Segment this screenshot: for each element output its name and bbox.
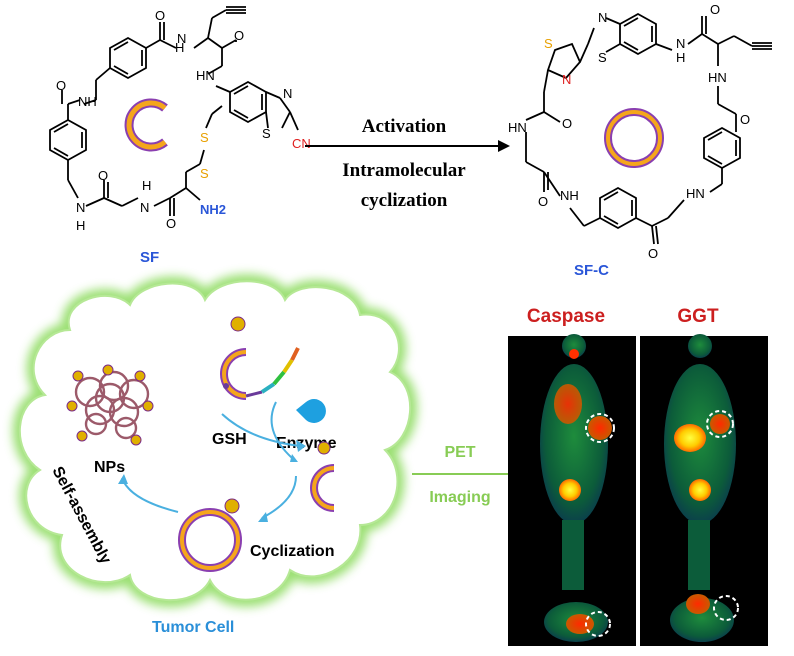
nanoparticle-cluster [74, 370, 150, 440]
reaction-condition-intramolecular: Intramolecular [342, 160, 466, 181]
sfc-atom: O [562, 116, 572, 131]
sfc-atom: S [598, 50, 607, 65]
sf-atom: O [56, 78, 66, 93]
sf-atom: N [76, 200, 85, 215]
sfc-atom: N [562, 72, 571, 87]
pet-image-ggt [640, 334, 768, 646]
caspase-title: Caspase [527, 306, 605, 327]
sf-atom: O [98, 168, 108, 183]
sfc-atom: S [544, 36, 553, 51]
sfc-atom: N [598, 10, 607, 25]
sfc-atom: HN [708, 70, 727, 85]
arrowheads [118, 440, 306, 522]
cycle-arrows [121, 401, 301, 519]
gsh-label: GSH [212, 431, 247, 448]
sf-atom: O [234, 28, 244, 43]
sf-atom: O [166, 216, 176, 231]
reaction-condition-cyclization: cyclization [361, 190, 448, 211]
sf-atom-labels: H N O O HN NH O N S S S CN O H N NH2 H N… [56, 8, 311, 233]
enzyme-icon [296, 398, 326, 423]
tumor-cell [12, 274, 418, 607]
sfc-atom: NH [560, 188, 579, 203]
sf-atom: NH [78, 94, 97, 109]
sf-atom: S [200, 130, 209, 145]
sf-atom: H [76, 218, 85, 233]
sfc-atom: H [676, 50, 685, 65]
sf-atom: S [262, 126, 271, 141]
probe-tag [223, 316, 300, 398]
np-stars [66, 364, 154, 446]
open-ring-icon [124, 98, 168, 152]
reaction-condition-activation: Activation [362, 116, 447, 137]
molecule-sfc [525, 12, 772, 245]
sf-atom: N [177, 31, 186, 46]
sf-atom: N [283, 86, 292, 101]
sf-atom: O [155, 8, 165, 23]
sf-atom: H [175, 40, 184, 55]
molecule-sf [49, 6, 299, 216]
nps-label: NPs [94, 459, 125, 476]
sfc-atom-labels: N S S N N H O HN O O HN NH HN O O [508, 2, 750, 261]
sf-label: SF [140, 249, 159, 266]
probe-activated-ring [310, 441, 335, 512]
sfc-atom: N [676, 36, 685, 51]
sf-atom: HN [196, 68, 215, 83]
tumor-cell-label: Tumor Cell [152, 619, 234, 636]
sf-atom: S [200, 166, 209, 181]
sfc-atom: O [740, 112, 750, 127]
closed-ring-icon [604, 108, 664, 168]
sf-atom: H [142, 178, 151, 193]
imaging-label: Imaging [429, 489, 490, 506]
pet-image-caspase [508, 334, 636, 646]
sfc-atom: O [648, 246, 658, 261]
sfc-atom: O [710, 2, 720, 17]
sfc-atom: HN [686, 186, 705, 201]
probe-open-ring [220, 348, 247, 400]
pet-label: PET [444, 444, 475, 461]
sfc-atom: O [538, 194, 548, 209]
ggt-title: GGT [677, 306, 719, 327]
sfc-label: SF-C [574, 262, 609, 279]
sfc-atom: HN [508, 120, 527, 135]
sf-atom: NH2 [200, 202, 226, 217]
sf-atom: N [140, 200, 149, 215]
probe-cyclized-ring [178, 498, 242, 572]
reaction-arrow [305, 140, 510, 152]
cyclization-label: Cyclization [250, 543, 334, 560]
sf-atom: CN [292, 136, 311, 151]
